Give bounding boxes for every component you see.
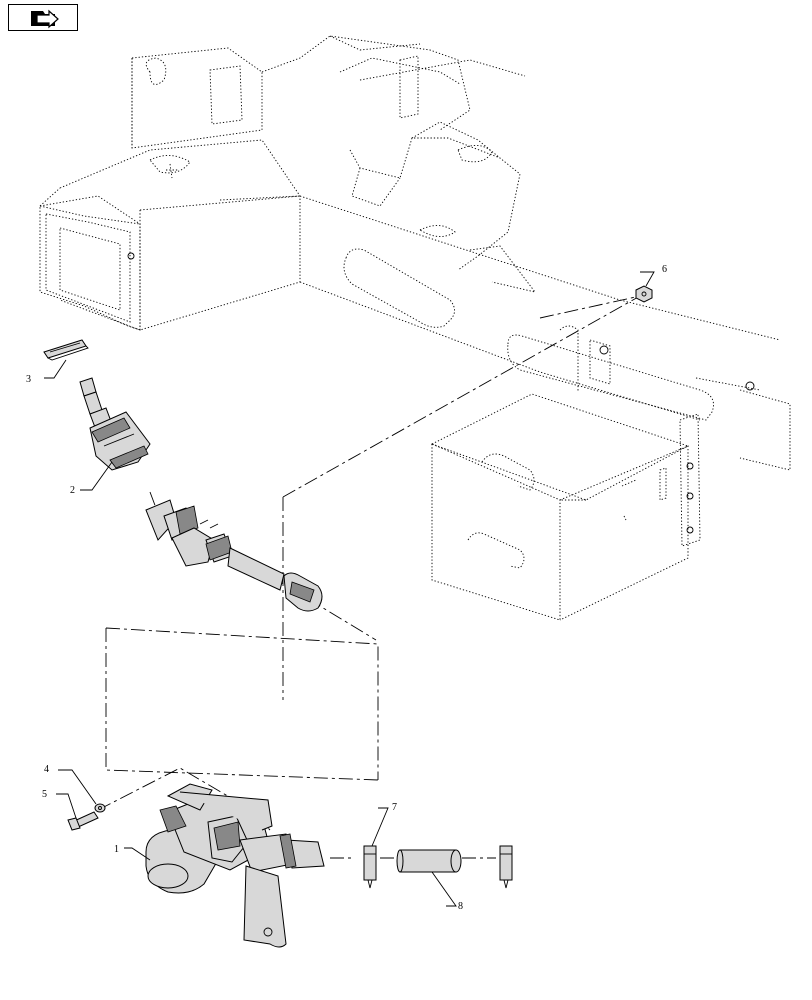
part-6-nut bbox=[635, 285, 653, 303]
callout-7: 7 bbox=[392, 802, 397, 813]
part-8-hose bbox=[396, 849, 462, 873]
part-1-valve bbox=[145, 783, 325, 948]
part-4-washer bbox=[94, 803, 106, 813]
arrow-folder-icon bbox=[31, 9, 59, 29]
callout-1: 1 bbox=[114, 844, 119, 855]
hose-assembly bbox=[145, 499, 323, 612]
part-7-clamp bbox=[363, 845, 513, 889]
callout-3: 3 bbox=[26, 374, 31, 385]
callout-2: 2 bbox=[70, 485, 75, 496]
callout-8: 8 bbox=[458, 901, 463, 912]
callout-4: 4 bbox=[44, 764, 49, 775]
navigation-button[interactable] bbox=[8, 4, 78, 31]
tool-box bbox=[430, 393, 690, 621]
callout-leaders bbox=[44, 271, 655, 907]
part-5-bolt bbox=[67, 811, 99, 831]
callout-5: 5 bbox=[42, 789, 47, 800]
callout-6: 6 bbox=[662, 264, 667, 275]
chassis-frame bbox=[39, 35, 791, 547]
part-3-key bbox=[43, 339, 89, 361]
part-2-hose-fitting bbox=[79, 377, 151, 471]
